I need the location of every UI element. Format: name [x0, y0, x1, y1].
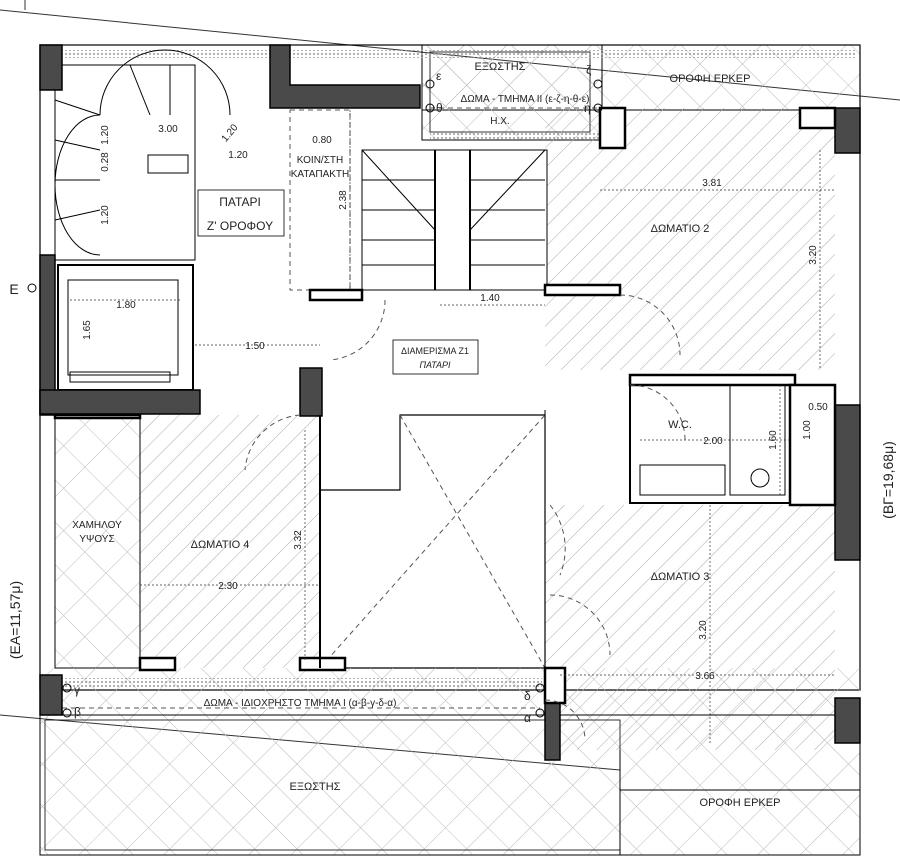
dimension-labels: 1.20 3.00 1.20 1.20 0.28 1.20 0.80 2.38 … [82, 122, 828, 682]
label-hatch-1: ΚΟΙΝ/ΣΤΗ [297, 155, 343, 166]
point-beta: β [74, 705, 81, 719]
dim-stair-6: 1.20 [100, 205, 111, 225]
label-floor: Ζ' ΟΡΟΦΟΥ [207, 219, 273, 233]
point-E: Ε [9, 281, 18, 297]
label-terrace-ii: ΔΩΜΑ - ΤΜΗΜΑ ΙΙ (ε-ζ-η-θ-ε) [461, 94, 590, 105]
walls [39, 44, 861, 761]
dim-lift-w: 1.80 [116, 300, 136, 311]
survey-points [27, 79, 603, 718]
elevator [57, 264, 194, 391]
label-side-left: (ΕΑ=11,57μ) [7, 581, 23, 659]
bottom-terrace-area [39, 668, 861, 856]
label-low-height-1: ΧΑΜΗΛΟΥ [72, 520, 122, 531]
dim-stair-1: 1.20 [100, 125, 111, 145]
label-hx: Η.Χ. [490, 116, 509, 127]
label-room-3: ΔΩΜΑΤΙΟ 3 [651, 571, 710, 583]
label-hatch-2: ΚΑΤΑΠΑΚΤΗ [291, 169, 350, 180]
dim-shaft-w: 0.50 [808, 402, 828, 413]
dim-wc-h: 1.60 [768, 430, 779, 450]
dim-room2-h: 3.20 [808, 245, 819, 265]
dim-stair-4: 1.20 [228, 150, 248, 161]
point-eta: η [584, 101, 591, 115]
dim-stair-w: 1.40 [480, 293, 500, 304]
label-terrace-i: ΔΩΜΑ - ΙΔΙΟΧΡΗΣΤΟ ΤΜΗΜΑ Ι (α-β-γ-δ-α) [204, 698, 397, 709]
spiral-staircase [54, 49, 231, 261]
label-roof-erker-top: ΟΡΟΦΗ ΕΡΚΕΡ [670, 73, 751, 85]
dim-hall-w: 1.50 [245, 341, 265, 352]
dim-hatch-w: 0.80 [312, 135, 332, 146]
dim-shaft-h: 1.00 [802, 420, 813, 440]
dim-stair-5: 0.28 [100, 152, 111, 172]
apartment-label-box [392, 339, 479, 375]
label-room-4: ΔΩΜΑΤΙΟ 4 [191, 539, 250, 551]
label-room-2: ΔΩΜΑΤΙΟ 2 [651, 223, 710, 235]
patari-label-box [197, 189, 285, 237]
dim-room4-h: 3.32 [293, 530, 304, 550]
dim-wc-w: 2.00 [703, 436, 723, 447]
point-delta: δ [524, 689, 531, 703]
label-side-right: (ΒΓ=19,68μ) [880, 441, 896, 519]
dim-room3-w: 3.66 [695, 671, 715, 682]
central-staircase [361, 149, 548, 291]
dim-stair-3: 1.20 [220, 122, 241, 144]
dim-room2-w: 3.81 [702, 178, 722, 189]
dim-lift-h: 1.65 [82, 320, 93, 340]
dim-room3-h: 3.20 [698, 620, 709, 640]
dim-stair-2: 3.00 [158, 124, 178, 135]
room-2-area [545, 108, 835, 370]
label-apartment: ΔΙΑΜΕΡΙΣΜΑ Ζ1 [401, 346, 469, 356]
label-roof-erker-bottom: ΟΡΟΦΗ ΕΡΚΕΡ [700, 797, 781, 809]
label-apartment-sub: ΠΑΤΑΡΙ [420, 360, 451, 370]
label-balcony-top: ΕΞΩΣΤΗΣ [475, 61, 526, 73]
point-zeta: ζ [586, 63, 592, 77]
point-alpha: α [524, 711, 531, 725]
point-gamma: γ [74, 683, 80, 697]
wc-room [629, 374, 831, 504]
label-low-height-2: ΥΨΟΥΣ [79, 534, 114, 545]
label-wc: W.C. [668, 419, 692, 431]
room-4-area [140, 415, 320, 668]
dim-hatch-h: 2.38 [338, 190, 349, 210]
label-balcony-bottom: ΕΞΩΣΤΗΣ [290, 781, 341, 793]
point-theta: θ [436, 101, 443, 115]
dim-room4-w: 2.30 [218, 581, 238, 592]
label-patari: ΠΑΤΑΡΙ [219, 195, 261, 209]
central-void [319, 414, 546, 669]
door-swings [244, 294, 686, 741]
point-epsilon: ε [436, 69, 442, 83]
dimension-lines [70, 110, 835, 745]
